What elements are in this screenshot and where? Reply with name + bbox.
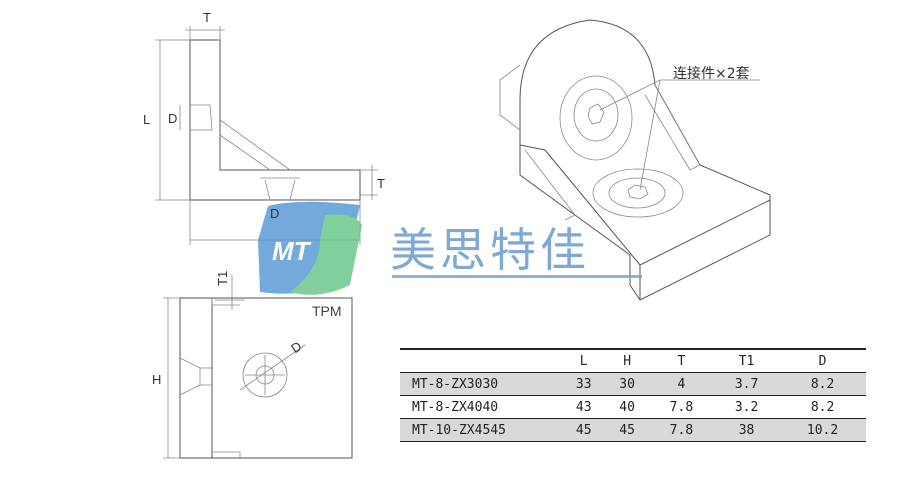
header-t: T: [677, 353, 686, 369]
cell-d: 8.2: [810, 399, 835, 415]
dim-label-d: D: [168, 111, 177, 126]
table-header-row: L H T T1 D: [400, 349, 866, 373]
cell-model: MT-10-ZX4545: [412, 422, 506, 438]
cell-model: MT-8-ZX4040: [412, 399, 499, 415]
dim-label-d-circle: D: [288, 338, 304, 356]
cell-t: 7.8: [669, 399, 694, 415]
cell-t: 4: [677, 376, 686, 392]
header-model: [400, 349, 562, 373]
cell-t1: 3.7: [734, 376, 759, 392]
cell-t1: 38: [738, 422, 755, 438]
cell-l: 33: [575, 376, 592, 392]
tpm-label: TPM: [312, 303, 342, 319]
spec-table: L H T T1 D MT-8-ZX3030 33 30 4 3.7 8.2 MT-8-Z…: [400, 348, 866, 442]
dim-label-h: H: [152, 372, 161, 387]
header-t1: T1: [738, 353, 755, 369]
cell-h: 45: [619, 422, 635, 438]
dim-label-d-bottom: D: [270, 206, 279, 221]
cell-h: 30: [619, 376, 635, 392]
dim-label-t1: T1: [215, 271, 230, 286]
table-row: MT-10-ZX4545 45 45 7.8 38 10.2: [400, 418, 866, 442]
dim-label-t-right: T: [377, 176, 385, 191]
cell-model: MT-8-ZX3030: [412, 376, 499, 392]
header-h: H: [623, 353, 632, 369]
cell-l: 43: [575, 399, 592, 415]
table-row: MT-8-ZX3030 33 30 4 3.7 8.2: [400, 372, 866, 396]
cell-l: 45: [575, 422, 592, 438]
isometric-view: [499, 19, 771, 301]
header-l: L: [579, 353, 588, 369]
cell-h: 40: [619, 399, 635, 415]
logo-letters: MT: [272, 236, 312, 266]
callout-connector-label: 连接件×2套: [673, 66, 750, 82]
mt-logo: MT: [258, 201, 362, 295]
cell-t1: 3.2: [734, 399, 759, 415]
dim-label-l: L: [143, 112, 150, 127]
brand-underline: [392, 275, 642, 278]
cell-t: 7.8: [669, 422, 694, 438]
cell-d: 8.2: [810, 376, 835, 392]
side-view: H T1 D: [152, 271, 353, 459]
header-d: D: [818, 353, 827, 369]
dim-label-t: T: [203, 10, 211, 25]
table-row: MT-8-ZX4040 43 40 7.8 3.2 8.2: [400, 395, 866, 419]
cell-d: 10.2: [806, 422, 839, 438]
brand-name: 美思特佳: [390, 223, 590, 277]
